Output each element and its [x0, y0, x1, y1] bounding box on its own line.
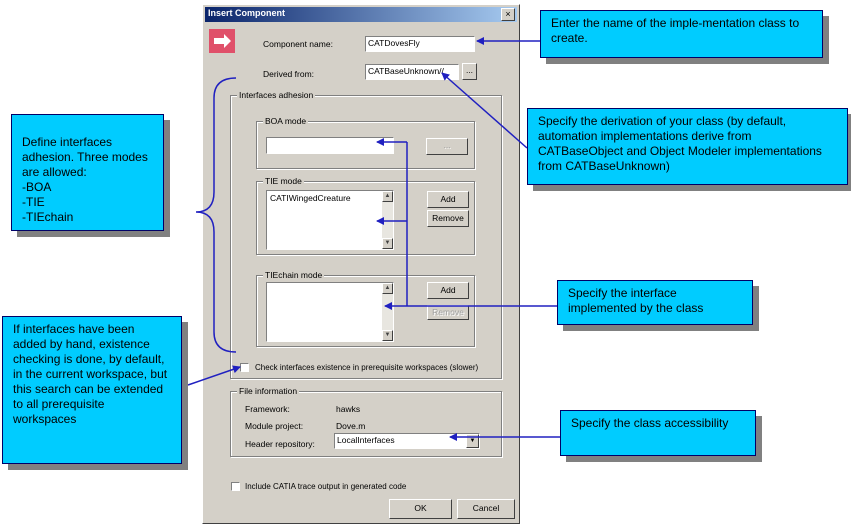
derived-from-input[interactable]: CATBaseUnknown// [365, 64, 459, 80]
tie-mode-title: TIE mode [263, 176, 304, 186]
callout-derivation-text: Specify the derivation of your class (by… [538, 114, 822, 173]
scroll-down-arrow-icon[interactable]: ▼ [382, 330, 393, 341]
interfaces-brace [195, 77, 237, 353]
derived-from-browse-button[interactable]: ... [462, 63, 477, 80]
file-information-title: File information [237, 386, 300, 396]
callout-accessibility: Specify the class accessibility [560, 410, 756, 456]
framework-value: hawks [336, 404, 361, 414]
boa-browse-button[interactable]: ... [426, 138, 468, 155]
tie-remove-button[interactable]: Remove [427, 210, 469, 227]
callout-existence: If interfaces have been added by hand, e… [2, 316, 182, 464]
trace-output-checkbox[interactable] [231, 482, 240, 491]
trace-output-label: Include CATIA trace output in generated … [245, 482, 407, 491]
callout-interface-impl: Specify the interface implemented by the… [557, 280, 753, 325]
callout-interface-impl-text: Specify the interface implemented by the… [568, 286, 704, 315]
callout-interfaces-adhesion-text: Define interfaces adhesion. Three modes … [22, 135, 148, 224]
dialog-title: Insert Component [208, 8, 286, 18]
tiechain-mode-title: TIEchain mode [263, 270, 325, 280]
interfaces-adhesion-title: Interfaces adhesion [237, 90, 316, 100]
callout-accessibility-text: Specify the class accessibility [571, 416, 729, 430]
callout-name-text: Enter the name of the imple-mentation cl… [551, 16, 800, 45]
derived-from-label: Derived from: [263, 69, 315, 79]
scroll-up-arrow-icon[interactable]: ▲ [382, 283, 393, 294]
boa-mode-group: BOA mode [256, 116, 475, 169]
tie-mode-group: TIE mode [256, 176, 475, 255]
tiechain-mode-group: TIEchain mode [256, 270, 475, 347]
arrow-derivation [441, 72, 528, 149]
file-information-group: File information [230, 386, 502, 457]
scroll-down-arrow-icon[interactable]: ▼ [382, 238, 393, 249]
component-icon [209, 29, 235, 53]
arrow-existence [187, 365, 241, 386]
boa-mode-title: BOA mode [263, 116, 309, 126]
callout-interfaces-adhesion: Define interfaces adhesion. Three modes … [11, 114, 164, 231]
component-name-label: Component name: [263, 39, 333, 49]
title-bar: Insert Component × [205, 7, 517, 22]
tiechain-add-button[interactable]: Add [427, 282, 469, 299]
ok-button[interactable]: OK [389, 499, 452, 519]
boa-interface-input[interactable] [266, 137, 394, 154]
scroll-up-arrow-icon[interactable]: ▲ [382, 191, 393, 202]
callout-derivation: Specify the derivation of your class (by… [527, 108, 848, 185]
interfaces-adhesion-group: Interfaces adhesion [230, 90, 502, 379]
module-project-label: Module project: [245, 421, 304, 431]
header-repository-value: LocalInterfaces [337, 435, 395, 445]
cancel-button[interactable]: Cancel [457, 499, 515, 519]
callout-name: Enter the name of the imple-mentation cl… [540, 10, 823, 58]
tie-interfaces-list[interactable]: CATIWingedCreature ▲ ▼ [266, 190, 394, 250]
tiechain-interfaces-list[interactable]: ▲ ▼ [266, 282, 394, 342]
module-project-value: Dove.m [336, 421, 366, 431]
component-name-input[interactable]: CATDovesFly [365, 36, 475, 52]
header-repository-label: Header repository: [245, 439, 315, 449]
tie-list-scrollbar[interactable]: ▲ ▼ [382, 191, 393, 249]
callout-existence-text: If interfaces have been added by hand, e… [13, 322, 168, 426]
framework-label: Framework: [245, 404, 290, 414]
tie-add-button[interactable]: Add [427, 191, 469, 208]
insert-component-dialog: Insert Component × Component name: CATDo… [202, 4, 520, 524]
list-item[interactable]: CATIWingedCreature [270, 193, 351, 203]
close-icon[interactable]: × [501, 8, 515, 21]
check-existence-label: Check interfaces existence in prerequisi… [255, 363, 479, 372]
tiechain-list-scrollbar[interactable]: ▲ ▼ [382, 283, 393, 341]
